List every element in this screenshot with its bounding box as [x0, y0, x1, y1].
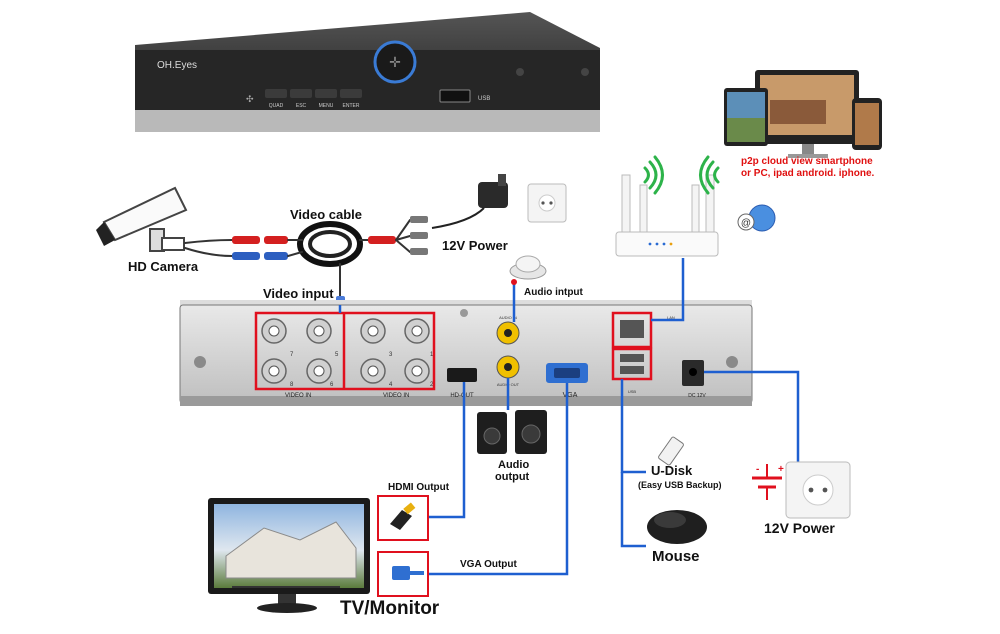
mouse-icon: [647, 510, 707, 544]
port-num-5: 5: [335, 352, 339, 358]
btn-quad: QUAD: [269, 103, 284, 109]
video-in-label-a: VIDEO IN: [285, 393, 311, 399]
hd-camera-icon: [96, 186, 188, 252]
wires: [428, 258, 800, 576]
power-adapter-icon: [431, 174, 508, 229]
port-num-1: 1: [430, 352, 434, 358]
p2p-line1: p2p cloud view smartphone: [741, 156, 873, 167]
hdmi-output-label: HDMI Output: [388, 482, 450, 493]
lan-label: LAN: [667, 315, 675, 320]
vga-output-label: VGA Output: [460, 559, 517, 570]
dvr-brand: OH.Eyes: [157, 60, 197, 71]
router-icon: [615, 174, 719, 257]
video-cable: [184, 216, 428, 310]
usb-highlight: [611, 347, 653, 381]
lan-highlight: [611, 311, 653, 349]
dvr-front-unit: ✛ OH.Eyes ✣ QUAD ESC MENU ENTER USB: [135, 12, 600, 132]
btn-menu: MENU: [319, 103, 334, 109]
hdmi-port-label: HD-OUT: [450, 393, 474, 399]
svg-text:-: -: [756, 464, 759, 475]
dc-label: DC 12V: [688, 393, 706, 399]
audio-in-label: AUDIO IN: [499, 315, 517, 320]
audio-output-line2: output: [495, 471, 530, 483]
video-input-label: Video input: [263, 286, 334, 301]
mouse-label: Mouse: [652, 548, 700, 565]
wall-socket-right-icon: [785, 461, 851, 519]
tv-monitor-icon: [208, 498, 370, 613]
power-12v-right-label: 12V Power: [764, 520, 835, 536]
hd-camera-label: HD Camera: [128, 259, 199, 274]
u-disk-sub-label: (Easy USB Backup): [638, 480, 722, 490]
port-num-3: 3: [389, 352, 393, 358]
port-num-2: 2: [430, 382, 434, 388]
vga-cable-icon: [377, 551, 429, 597]
jog-dial-icon: [373, 40, 417, 84]
globe-icon: @: [737, 204, 776, 232]
hdmi-cable-icon: [377, 495, 429, 541]
dvr-back-panel: 7 5 3 1 8 6 4 2 VIDEO IN VIDEO IN HD-OUT…: [179, 300, 753, 406]
usb-port-icon: [439, 89, 471, 103]
smart-devices-icon: [724, 70, 882, 158]
usb-back-label: USB: [628, 389, 637, 394]
port-num-7: 7: [290, 352, 294, 358]
speakers-icon: [477, 410, 547, 454]
wall-socket-top-icon: [527, 183, 567, 223]
svg-text:✣: ✣: [246, 94, 254, 104]
port-num-6: 6: [330, 382, 334, 388]
dvr-front-buttons: QUAD ESC MENU ENTER: [265, 89, 362, 109]
svg-text:✛: ✛: [389, 54, 401, 70]
tv-monitor-label: TV/Monitor: [340, 598, 440, 619]
video-cable-label: Video cable: [290, 207, 363, 222]
vga-port-label: VGA: [563, 392, 578, 399]
audio-output-line1: Audio: [498, 459, 530, 471]
svg-text:+: +: [778, 464, 784, 475]
p2p-line2: or PC, ipad android. iphone.: [741, 168, 875, 179]
btn-enter: ENTER: [343, 103, 360, 109]
usb-label: USB: [478, 96, 490, 102]
u-disk-label: U-Disk: [651, 463, 693, 478]
video-in-label-b: VIDEO IN: [383, 393, 409, 399]
hdmi-port-icon: [447, 368, 477, 382]
microphone-icon: [509, 255, 547, 285]
port-num-8: 8: [290, 382, 294, 388]
btn-esc: ESC: [296, 103, 307, 109]
dc-power-symbol-icon: + -: [752, 464, 784, 500]
power-12v-top-label: 12V Power: [442, 238, 508, 253]
svg-text:@: @: [741, 218, 751, 229]
u-disk-icon: [658, 436, 684, 466]
wifi-icon: [643, 155, 720, 195]
audio-input-label: Audio intput: [524, 287, 583, 298]
port-num-4: 4: [389, 382, 393, 388]
